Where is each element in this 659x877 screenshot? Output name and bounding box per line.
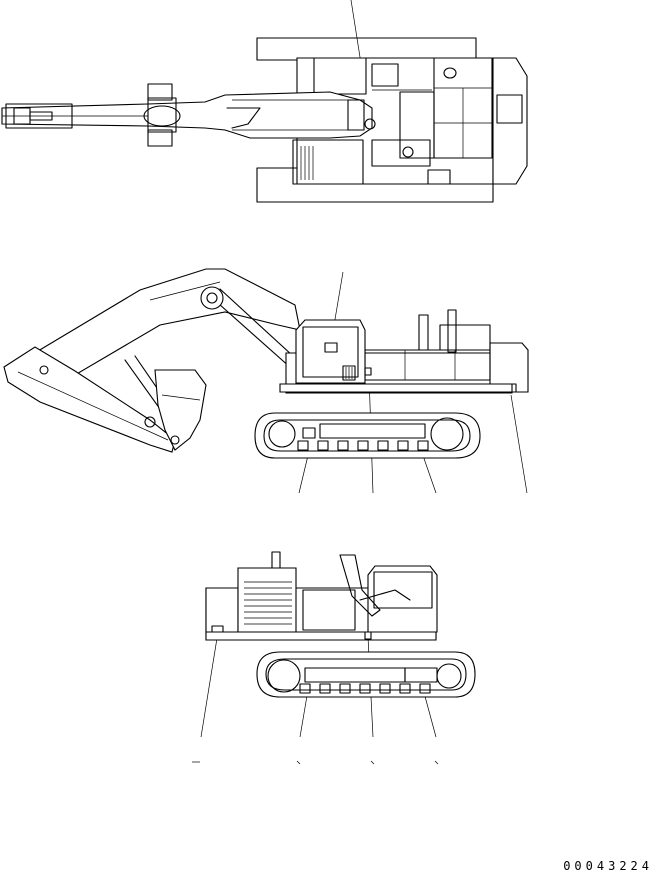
track-guard-label-right — [405, 668, 437, 682]
counterweight — [493, 58, 527, 184]
fuel-tank-top — [293, 140, 363, 184]
engine-cap-top — [444, 68, 456, 78]
arm-cylinder-top — [148, 84, 172, 100]
side-marker-center — [365, 368, 371, 375]
boom — [28, 269, 300, 375]
exhaust-stack — [419, 315, 428, 350]
side-grille — [343, 366, 355, 380]
radiator-top — [497, 95, 522, 123]
upper-track-outline — [257, 38, 476, 60]
top-view — [2, 0, 527, 202]
idler-left — [269, 421, 295, 447]
leader-line-rear-right — [201, 632, 218, 737]
sprocket-left — [431, 418, 463, 450]
cab-right — [368, 566, 437, 632]
sprocket-right — [268, 660, 300, 692]
bucket — [155, 370, 206, 450]
radiator-right — [238, 568, 296, 638]
air-intake — [448, 310, 456, 352]
cab-label-plate — [325, 343, 337, 352]
track-rollers-left — [298, 441, 428, 450]
side-marker-right — [365, 632, 371, 639]
boom-pin — [201, 287, 223, 309]
boom-stub-right — [340, 555, 380, 616]
left-side-view — [4, 269, 528, 493]
bucket-top — [6, 104, 72, 128]
cab-window-right — [374, 572, 432, 608]
cab-window — [303, 327, 358, 377]
track-guard-label — [303, 428, 315, 438]
boom-top — [2, 92, 372, 138]
cab-top — [314, 58, 366, 94]
drawing-number: 00043224 — [563, 859, 653, 873]
exhaust-right — [272, 552, 280, 568]
right-side-view — [192, 552, 475, 764]
boom-foot-top — [348, 100, 364, 130]
leader-line-rear — [511, 395, 527, 493]
track-rollers-right — [300, 684, 430, 693]
